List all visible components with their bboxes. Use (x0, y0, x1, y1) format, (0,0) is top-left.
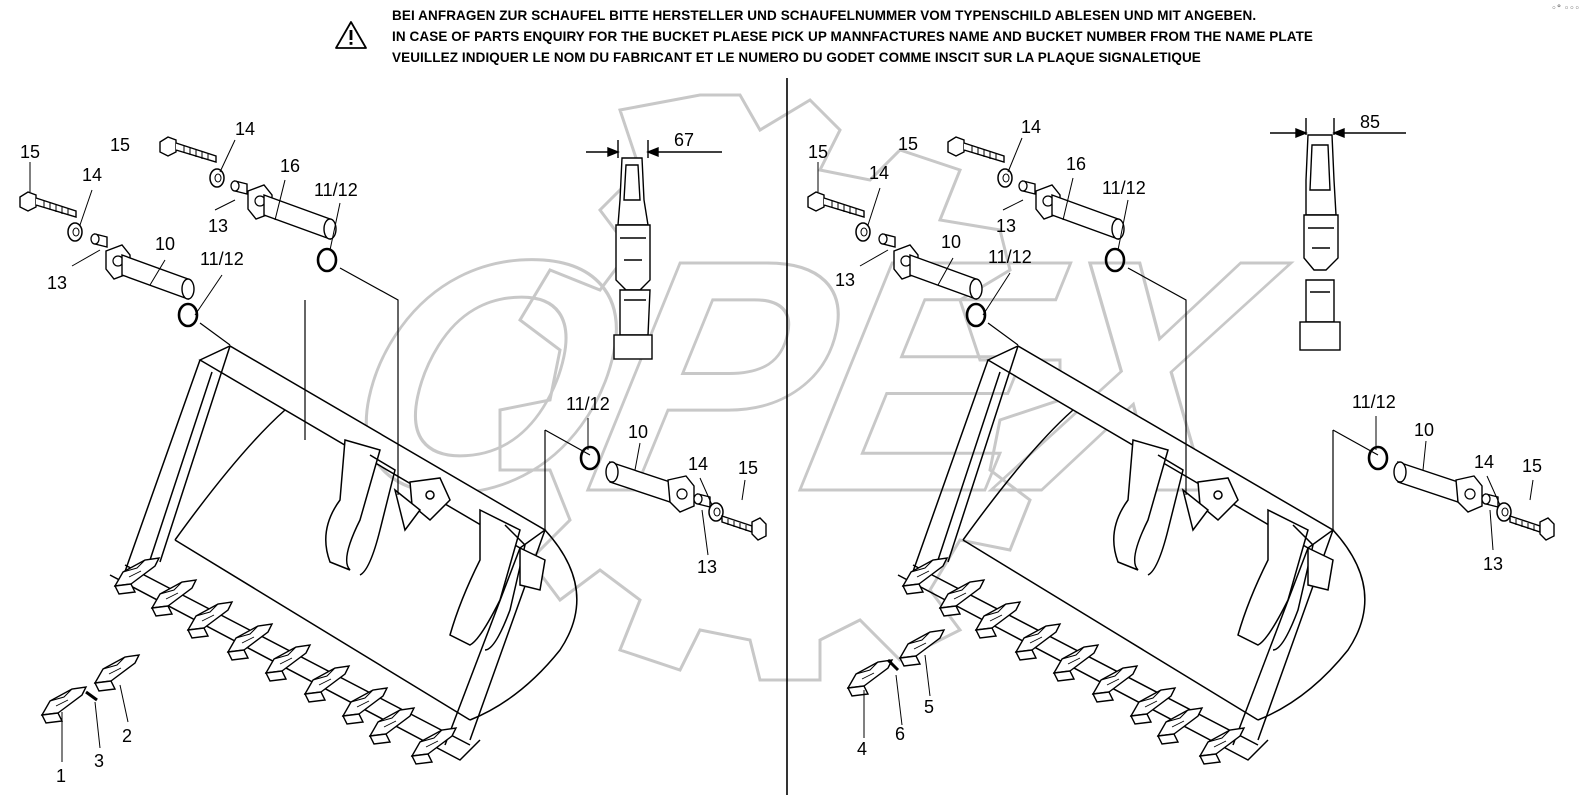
callout-11-12: 11/12 (314, 180, 358, 200)
hardware-upper-right (807, 136, 1379, 530)
callout-13: 13 (208, 216, 228, 236)
leader-lines-left (29, 139, 746, 762)
hardware-upper-left (19, 136, 591, 530)
callout-13: 13 (47, 273, 67, 293)
callout-14: 14 (235, 119, 255, 139)
parts-enquiry-notice: BEI ANFRAGEN ZUR SCHAUFEL BITTE HERSTELL… (392, 5, 1392, 68)
leader-lines-right (817, 137, 1534, 738)
callout-13: 13 (996, 216, 1016, 236)
notice-line-en: IN CASE OF PARTS ENQUIRY FOR THE BUCKET … (392, 29, 1314, 44)
notice-line-de: BEI ANFRAGEN ZUR SCHAUFEL BITTE HERSTELL… (392, 8, 1257, 23)
callout-15: 15 (738, 458, 758, 478)
loose-tooth-parts-right (847, 629, 945, 697)
tooth-row-right (902, 557, 1245, 765)
callout-5: 5 (924, 697, 934, 717)
callout-15: 15 (1522, 456, 1542, 476)
gear-watermark-icon (498, 93, 1062, 682)
callout-10: 10 (628, 422, 648, 442)
callout-10: 10 (1414, 420, 1434, 440)
dimension-label-left: 67 (674, 130, 694, 150)
callout-11-12: 11/12 (1352, 392, 1396, 412)
callout-10: 10 (941, 232, 961, 252)
callout-11-12: 11/12 (988, 247, 1032, 267)
callout-3: 3 (94, 751, 104, 771)
callout-2: 2 (122, 726, 132, 746)
callout-15: 15 (808, 142, 828, 162)
corner-mark: ◦° ◦◦◦ (1551, 4, 1580, 14)
callout-14: 14 (688, 454, 708, 474)
callout-13: 13 (1483, 554, 1503, 574)
callout-1: 1 (56, 766, 66, 786)
callout-14: 14 (82, 165, 102, 185)
bucket-left (109, 345, 578, 761)
warning-triangle-icon (335, 21, 367, 49)
callout-16: 16 (1066, 154, 1086, 174)
callout-15: 15 (110, 135, 130, 155)
callout-13: 13 (835, 270, 855, 290)
callout-14: 14 (869, 163, 889, 183)
notice-line-fr: VEUILLEZ INDIQUER LE NOM DU FABRICANT ET… (392, 50, 1201, 65)
left-view: 67 15 15 14 14 16 11/12 13 1 (19, 119, 767, 786)
right-view: 85 15 15 14 14 16 11/12 13 10 11/1 (807, 112, 1555, 765)
callout-14: 14 (1021, 117, 1041, 137)
tooth-detail-left (586, 140, 722, 360)
loose-tooth-parts-left (41, 654, 140, 724)
callout-16: 16 (280, 156, 300, 176)
callout-15: 15 (20, 142, 40, 162)
hardware-side-right (1367, 445, 1555, 541)
tooth-row-left (114, 557, 457, 765)
callout-13: 13 (697, 557, 717, 577)
callout-15: 15 (898, 134, 918, 154)
hardware-side-left (579, 445, 767, 541)
callout-11-12: 11/12 (566, 394, 610, 414)
callout-11-12: 11/12 (1102, 178, 1146, 198)
callout-10: 10 (155, 234, 175, 254)
callout-11-12: 11/12 (200, 249, 244, 269)
callout-14: 14 (1474, 452, 1494, 472)
tooth-detail-right (1270, 118, 1406, 351)
callout-4: 4 (857, 739, 867, 759)
callout-6: 6 (895, 724, 905, 744)
dimension-label-right: 85 (1360, 112, 1380, 132)
